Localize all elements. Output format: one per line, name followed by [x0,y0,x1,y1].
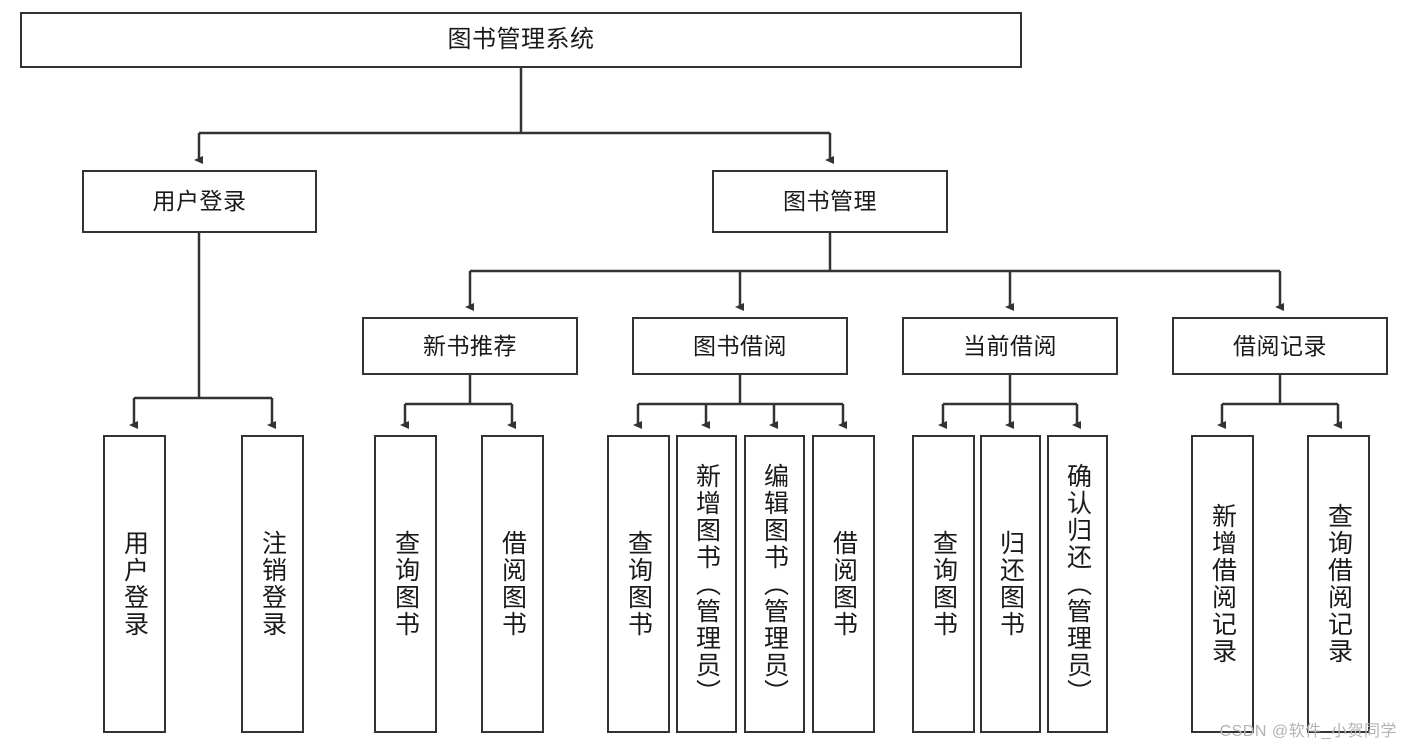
leaf-confirm-return-label: 确认归还（管理员） [1063,462,1092,706]
node-user-login[interactable]: 用户登录 [82,170,317,233]
leaf-query-book-2[interactable]: 查询图书 [607,435,670,733]
node-book-borrow[interactable]: 图书借阅 [632,317,848,375]
node-root[interactable]: 图书管理系统 [20,12,1022,68]
node-borrow-record[interactable]: 借阅记录 [1172,317,1388,375]
leaf-logout-label: 注销登录 [258,530,287,638]
leaf-edit-book[interactable]: 编辑图书（管理员） [744,435,805,733]
leaf-query-book-1-label: 查询图书 [391,530,420,638]
leaf-add-record-label: 新增借阅记录 [1208,503,1237,665]
node-borrow-record-label: 借阅记录 [1233,332,1327,359]
leaf-query-book-2-label: 查询图书 [624,530,653,638]
leaf-logout[interactable]: 注销登录 [241,435,304,733]
leaf-user-login[interactable]: 用户登录 [103,435,166,733]
leaf-borrow-book-1[interactable]: 借阅图书 [481,435,544,733]
node-current-borrow-label: 当前借阅 [963,332,1057,359]
leaf-confirm-return[interactable]: 确认归还（管理员） [1047,435,1108,733]
leaf-return-book-label: 归还图书 [996,530,1025,638]
leaf-query-record[interactable]: 查询借阅记录 [1307,435,1370,733]
node-book-manage[interactable]: 图书管理 [712,170,948,233]
leaf-add-book[interactable]: 新增图书（管理员） [676,435,737,733]
leaf-borrow-book-2[interactable]: 借阅图书 [812,435,875,733]
node-book-borrow-label: 图书借阅 [693,332,787,359]
leaf-edit-book-label: 编辑图书（管理员） [760,462,789,706]
watermark: CSDN @软件_小贺同学 [1219,723,1397,740]
leaf-add-record[interactable]: 新增借阅记录 [1191,435,1254,733]
leaf-borrow-book-2-label: 借阅图书 [829,530,858,638]
leaf-add-book-label: 新增图书（管理员） [692,462,721,706]
node-new-book-recommend-label: 新书推荐 [423,332,517,359]
leaf-query-book-1[interactable]: 查询图书 [374,435,437,733]
leaf-borrow-book-1-label: 借阅图书 [498,530,527,638]
leaf-query-record-label: 查询借阅记录 [1324,503,1353,665]
node-current-borrow[interactable]: 当前借阅 [902,317,1118,375]
leaf-return-book[interactable]: 归还图书 [980,435,1041,733]
node-book-manage-label: 图书管理 [783,188,877,214]
node-user-login-label: 用户登录 [152,188,247,214]
leaf-user-login-label: 用户登录 [120,530,149,638]
leaf-query-book-3-label: 查询图书 [929,530,958,638]
node-new-book-recommend[interactable]: 新书推荐 [362,317,578,375]
leaf-query-book-3[interactable]: 查询图书 [912,435,975,733]
node-root-label: 图书管理系统 [447,26,595,53]
